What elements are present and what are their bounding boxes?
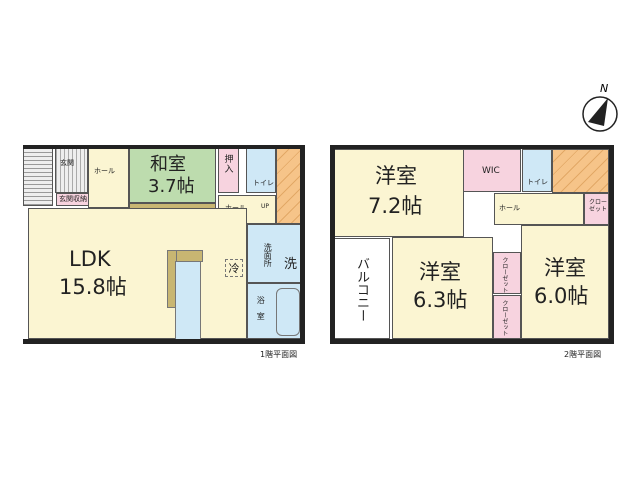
toilet-1f-label: トイレ <box>253 179 274 187</box>
fridge-space: 冷 <box>225 259 243 277</box>
hall-2f: ホール <box>494 193 584 225</box>
floor1-outer-wall <box>23 145 305 344</box>
bathtub <box>276 288 300 336</box>
ldk: LDK 15.8帖 冷 <box>28 208 247 342</box>
closet-hall: クローゼット <box>584 193 609 225</box>
wic-label: WIC <box>482 166 500 176</box>
senmenjo: 洗面所 洗 <box>247 224 303 283</box>
room-7-2-size: 7.2帖 <box>368 194 423 218</box>
compass-label: N <box>600 82 608 95</box>
floor1-caption: 1階平面図 <box>260 350 298 359</box>
porch <box>23 148 53 206</box>
hall-2f-label: ホール <box>499 204 520 212</box>
room-6-3: 洋室 6.3帖 <box>392 237 493 339</box>
toilet-2f-label: トイレ <box>527 178 548 186</box>
room-6-0-size: 6.0帖 <box>534 284 589 308</box>
senmenjo-label: 洗面所 <box>263 243 273 267</box>
bathroom-label: 浴室 <box>256 296 266 328</box>
north-compass-icon: N <box>582 82 618 132</box>
closet-a-label: クローゼット <box>500 257 508 293</box>
oshiire: 押入 <box>218 148 239 193</box>
wic: WIC <box>463 149 521 192</box>
room-6-0: 洋室 6.0帖 <box>521 225 609 339</box>
balcony: バルコニー <box>334 238 390 339</box>
room-6-3-name: 洋室 <box>419 260 461 284</box>
oshiire-label: 押入 <box>224 155 234 176</box>
room-6-3-size: 6.3帖 <box>413 288 468 312</box>
kitchen <box>175 261 201 342</box>
genkan-storage: 玄関収納 <box>56 193 96 206</box>
closet-a: クローゼット <box>493 252 521 294</box>
washer-space: 洗 <box>284 257 298 272</box>
ldk-name: LDK <box>69 247 111 271</box>
closet-hall-label: クローゼット <box>588 199 607 213</box>
balcony-label: バルコニー <box>353 257 369 322</box>
toilet-2f: トイレ <box>522 149 552 192</box>
closet-b: クローゼット <box>493 295 521 339</box>
room-7-2-name: 洋室 <box>375 164 417 188</box>
entry-hall-label: ホール <box>94 167 115 175</box>
up-label: UP <box>261 203 270 210</box>
genkan-storage-label: 玄関収納 <box>59 195 87 203</box>
room-7-2: 洋室 7.2帖 <box>334 149 464 237</box>
bathroom: 浴室 <box>247 283 303 339</box>
genkan-label: 玄関 <box>60 159 74 167</box>
room-6-0-name: 洋室 <box>544 256 586 280</box>
washitsu-name: 和室 <box>150 154 186 175</box>
closet-b-label: クローゼット <box>500 300 508 336</box>
floor2-caption: 2階平面図 <box>564 350 602 359</box>
genkan: 玄関 <box>55 148 88 193</box>
entry-hall: ホール <box>88 148 129 208</box>
floor2-outer-wall <box>330 145 614 344</box>
washitsu-size: 3.7帖 <box>148 176 195 197</box>
ldk-size: 15.8帖 <box>59 275 127 299</box>
